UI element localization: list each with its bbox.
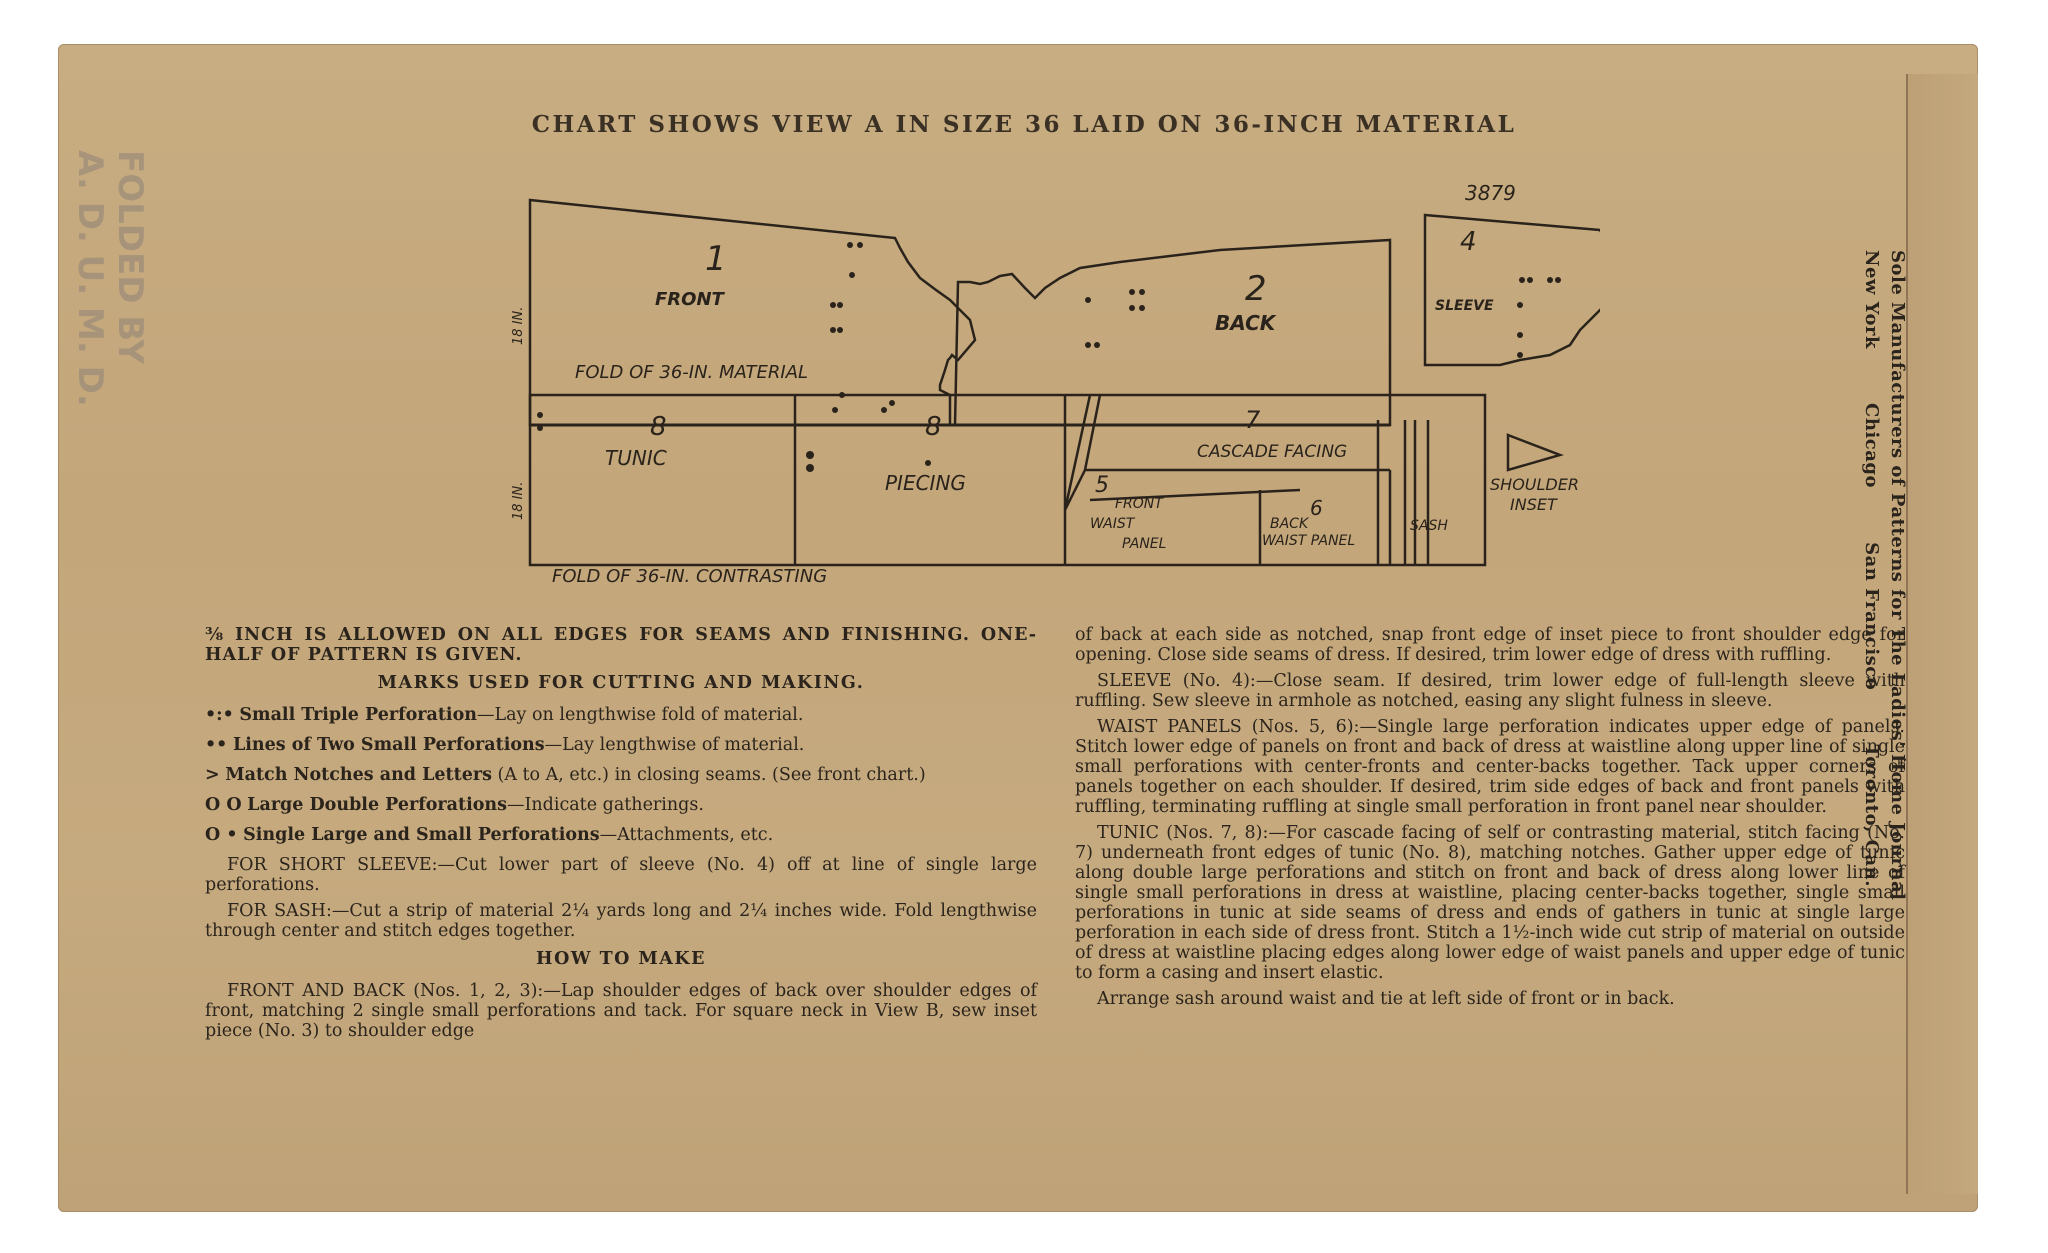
sleeve-instructions: SLEEVE (No. 4):—Close seam. If desired, … — [1075, 671, 1905, 711]
tunic-name: TUNIC — [605, 446, 667, 470]
short-sleeve-note: FOR SHORT SLEEVE:—Cut lower part of slee… — [205, 855, 1037, 895]
piecing-name: PIECING — [885, 471, 966, 495]
shoulder-inset-outline — [1506, 433, 1564, 472]
piece-2-name: BACK — [1215, 311, 1277, 335]
upper-width-label: 18 IN. — [511, 307, 526, 345]
shoulder-inset-label-2: INSET — [1510, 495, 1558, 514]
back-waist-name-1: BACK — [1270, 516, 1310, 532]
lower-width-label: 18 IN. — [511, 482, 526, 520]
sleeve-piece-outline — [1423, 213, 1600, 367]
manufacturer-line: Sole Manufacturers of Patterns for The L… — [1887, 250, 1908, 901]
how-to-make-heading: HOW TO MAKE — [536, 949, 706, 969]
right-instructions: of back at each side as notched, snap fr… — [1075, 625, 1905, 1015]
sash-name: SASH — [1410, 518, 1448, 534]
cities-line: New York Chicago San Francisco Toronto, … — [1861, 250, 1882, 887]
back-waist-number: 6 — [1310, 496, 1323, 520]
cutting-chart: 1 FRONT 2 BACK 3879 4 SLEEVE 18 IN. FOLD… — [511, 181, 1600, 587]
upper-fold-label: FOLD OF 36-IN. MATERIAL — [575, 362, 808, 383]
front-waist-name-3: PANEL — [1122, 536, 1166, 552]
front-back-continued: of back at each side as notched, snap fr… — [1075, 625, 1905, 665]
piece-1-number: 1 — [705, 239, 727, 279]
arrange-sash-instructions: Arrange sash around waist and tie at lef… — [1097, 989, 1675, 1009]
seam-allowance-note: ⅜ INCH IS ALLOWED ON ALL EDGES FOR SEAMS… — [205, 625, 1037, 665]
tunic-instructions: TUNIC (Nos. 7, 8):—For cascade facing of… — [1075, 823, 1905, 983]
left-instructions: ⅜ INCH IS ALLOWED ON ALL EDGES FOR SEAMS… — [205, 625, 1037, 1047]
front-piece-outline — [528, 198, 977, 427]
sash-note: FOR SASH:—Cut a strip of material 2¼ yar… — [205, 901, 1037, 941]
pattern-envelope — [58, 44, 1978, 1212]
waist-panels-instructions: WAIST PANELS (Nos. 5, 6):—Single large p… — [1075, 717, 1905, 817]
mark-item: O • Single Large and Small Perforations—… — [205, 825, 774, 845]
front-waist-name-1: FRONT — [1115, 496, 1164, 512]
mark-item: > Match Notches and Letters (A to A, etc… — [205, 765, 926, 785]
tunic-number: 8 — [650, 412, 667, 442]
marks-list: •:• Small Triple Perforation—Lay on leng… — [205, 705, 1037, 845]
front-waist-number: 5 — [1095, 473, 1109, 498]
lower-fold-label: FOLD OF 36-IN. CONTRASTING — [552, 566, 827, 587]
piece-4-name: SLEEVE — [1435, 298, 1494, 314]
lower-outline — [528, 393, 1487, 567]
mark-item: •• Lines of Two Small Perforations—Lay l… — [205, 735, 805, 755]
front-back-instructions: FRONT AND BACK (Nos. 1, 2, 3):—Lap shoul… — [205, 981, 1037, 1041]
piece-2-number: 2 — [1245, 269, 1267, 309]
piece-1-name: FRONT — [655, 289, 726, 310]
piece-4-number: 4 — [1460, 227, 1477, 257]
piecing-number: 8 — [925, 412, 942, 442]
shoulder-inset-label-1: SHOULDER — [1490, 475, 1579, 494]
chart-labels: 1 FRONT 2 BACK 3879 4 SLEEVE 18 IN. FOLD… — [511, 181, 1579, 587]
manufacturer-imprint: Sole Manufacturers of Patterns for The L… — [1858, 250, 1910, 900]
cascade-name: CASCADE FACING — [1197, 442, 1347, 462]
folded-by-stamp: FOLDED BY A. D. U. M. D. — [70, 150, 150, 407]
mark-item: O O Large Double Perforations—Indicate g… — [205, 795, 704, 815]
chart-heading: CHART SHOWS VIEW A IN SIZE 36 LAID ON 36… — [531, 111, 1517, 138]
back-waist-name-2: WAIST PANEL — [1262, 533, 1355, 549]
mark-item: •:• Small Triple Perforation—Lay on leng… — [205, 705, 804, 725]
front-waist-name-2: WAIST — [1090, 516, 1136, 532]
envelope-flap — [1906, 74, 1978, 1194]
cascade-number: 7 — [1245, 406, 1261, 434]
back-piece-outline — [953, 238, 1392, 427]
pattern-number: 3879 — [1465, 181, 1516, 205]
marks-heading: MARKS USED FOR CUTTING AND MAKING. — [377, 673, 865, 693]
